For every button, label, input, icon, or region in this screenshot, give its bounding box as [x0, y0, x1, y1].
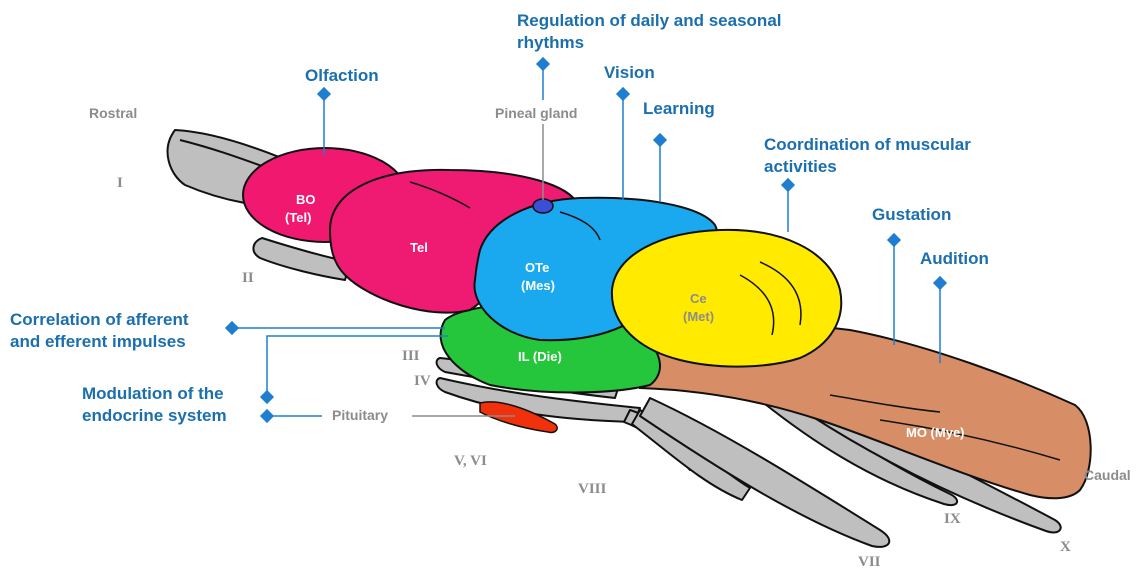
regulation-label-line2: rhythms — [517, 33, 584, 52]
correlation-marker-icon — [225, 321, 239, 335]
gustation-label: Gustation — [872, 205, 951, 224]
nerve-VII-label: VII — [858, 554, 881, 570]
vision-marker-icon — [616, 87, 630, 101]
audition-marker-icon — [933, 276, 947, 290]
caudal-label: Caudal — [1084, 467, 1131, 483]
audition-label: Audition — [920, 249, 989, 268]
nerve-X-label: X — [1060, 539, 1071, 555]
vision-label: Vision — [604, 63, 655, 82]
bo-label-line1: BO — [296, 192, 316, 207]
learning-label: Learning — [643, 99, 715, 118]
pineal-gland-label: Pineal gland — [495, 105, 577, 121]
olfaction-marker-icon — [317, 87, 331, 101]
pineal-gland-shape — [533, 199, 553, 213]
ce-label-line2: (Met) — [683, 309, 714, 324]
correlation-label-line2: and efferent impulses — [10, 332, 186, 351]
learning-marker-icon — [653, 133, 667, 147]
coordination-label-line1: Coordination of muscular — [764, 135, 971, 154]
nerve-VIII-label: VIII — [578, 481, 607, 497]
ote-label-line2: (Mes) — [521, 278, 555, 293]
pituitary-label: Pituitary — [332, 407, 388, 423]
regulation-marker-icon — [536, 57, 550, 71]
rostral-label: Rostral — [89, 105, 137, 121]
mo-label: MO (Mye) — [906, 425, 965, 440]
bo-label-line2: (Tel) — [285, 210, 311, 225]
modulation-label-line2: endocrine system — [82, 406, 227, 425]
cerebellum-shape — [612, 230, 841, 367]
endocrine-marker-icon — [260, 409, 274, 423]
gustation-marker-icon — [887, 233, 901, 247]
nerve-IX-label: IX — [944, 511, 961, 527]
coordination-label-line2: activities — [764, 157, 837, 176]
ote-label-line1: OTe — [525, 260, 549, 275]
coordination-marker-icon — [781, 178, 795, 192]
nerve-II-label: II — [242, 270, 254, 286]
nerve-V-VI-label: V, VI — [454, 453, 487, 469]
modulation-label-line1: Modulation of the — [82, 384, 224, 403]
tel-label: Tel — [410, 240, 428, 255]
modulation-marker-icon — [260, 390, 274, 404]
nerve-I-label: I — [117, 175, 123, 191]
olfaction-label: Olfaction — [305, 66, 379, 85]
il-label: IL (Die) — [518, 349, 562, 364]
nerve-III-label: III — [402, 348, 420, 364]
correlation-label-line1: Correlation of afferent — [10, 310, 189, 329]
ce-label-line1: Ce — [690, 291, 707, 306]
regulation-label-line1: Regulation of daily and seasonal — [517, 11, 782, 30]
nerve-IV-label: IV — [414, 373, 431, 389]
